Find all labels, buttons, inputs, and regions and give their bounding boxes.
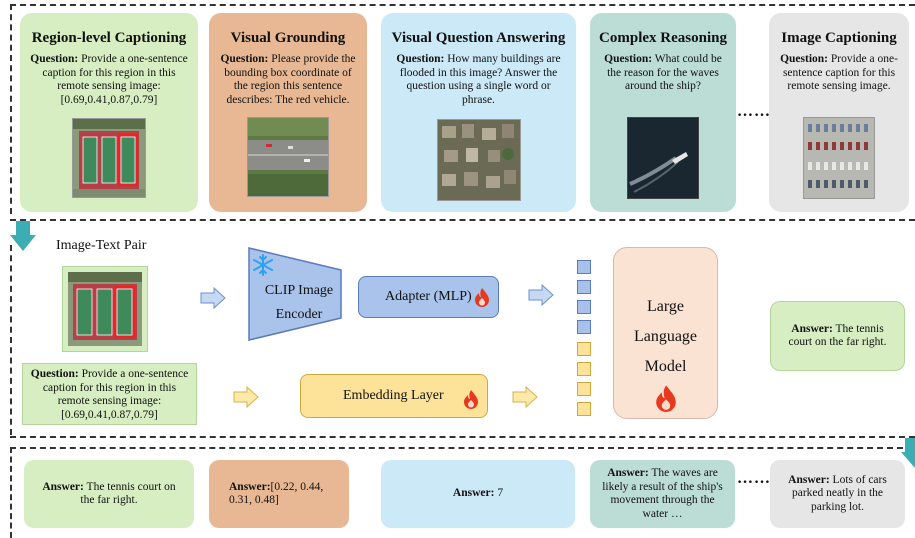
tennis-court-image — [72, 118, 146, 198]
right-arrow-icon — [233, 386, 259, 408]
parking-lot-image — [803, 117, 875, 199]
flame-icon — [475, 288, 489, 307]
task-title: Region-level Captioning — [31, 30, 187, 46]
llm-label: Large Language Model — [633, 298, 698, 375]
task-title: Visual Grounding — [230, 30, 346, 46]
text-token — [577, 362, 591, 376]
top-dashed-border — [10, 4, 915, 6]
task-card-image-captioning: Image Captioning Question: Provide a one… — [769, 13, 909, 212]
task-card-region-captioning: Region-level Captioning Question: Provid… — [20, 13, 198, 212]
snowflake-icon — [253, 254, 273, 276]
separator-dashed-line-1 — [10, 219, 915, 221]
task-question: Question: Provide a one-sentence caption… — [780, 53, 898, 92]
text-token — [577, 382, 591, 396]
down-arrow-icon — [901, 438, 915, 468]
right-arrow-icon — [528, 284, 554, 306]
ellipsis-bottom: …… — [737, 470, 771, 487]
separator-dashed-line-3 — [10, 447, 903, 449]
task-card-visual-grounding: Visual Grounding Question: Please provid… — [209, 13, 367, 212]
ship-image — [627, 117, 699, 199]
task-card-vqa: Visual Question Answering Question: How … — [381, 13, 576, 212]
separator-dashed-line-2 — [10, 436, 915, 438]
answer-card-visual-grounding: Answer:[0.22, 0.44, 0.31, 0.48] — [209, 460, 349, 528]
answer-text: The tennis court on the far right. — [788, 322, 887, 349]
visual-token — [577, 300, 591, 314]
visual-token — [577, 280, 591, 294]
answer-card-region-captioning: Answer: The tennis court on the far righ… — [24, 460, 194, 528]
answer-card-vqa: Answer: 7 — [381, 460, 575, 528]
highway-image — [247, 117, 329, 197]
text-token — [577, 342, 591, 356]
left-dashed-border-bottom — [10, 447, 12, 538]
embedding-layer-box: Embedding Layer — [300, 374, 488, 418]
flame-icon — [464, 390, 478, 409]
task-title: Complex Reasoning — [599, 30, 727, 46]
visual-token — [577, 320, 591, 334]
input-question-box: Question: Provide a one-sentence caption… — [22, 363, 197, 425]
question-text: Provide a one-sentence caption for this … — [42, 368, 189, 421]
llm-answer-box: Answer: The tennis court on the far righ… — [770, 301, 905, 371]
task-title: Visual Question Answering — [391, 30, 566, 46]
task-question: Question: Please provide the bounding bo… — [220, 53, 356, 106]
task-title: Image Captioning — [781, 30, 897, 46]
answer-card-complex-reasoning: Answer: The waves are likely a result of… — [590, 460, 735, 528]
image-text-pair-title: Image-Text Pair — [56, 238, 147, 253]
left-dashed-border-top — [10, 4, 12, 214]
right-arrow-icon — [512, 386, 538, 408]
visual-token — [577, 260, 591, 274]
down-arrow-icon — [10, 221, 36, 251]
text-token — [577, 402, 591, 416]
adapter-mlp-box: Adapter (MLP) — [358, 276, 499, 318]
input-image — [62, 266, 148, 352]
left-dashed-border-middle — [10, 245, 12, 435]
task-question: Question: What could be the reason for t… — [604, 53, 722, 92]
right-arrow-icon — [200, 287, 226, 309]
task-question: Question: How many buildings are flooded… — [396, 53, 561, 106]
embedding-label: Embedding Layer — [343, 388, 444, 403]
large-language-model-box: Large Language Model — [613, 247, 718, 419]
question-label: Question: — [30, 368, 79, 380]
flooded-buildings-image — [436, 119, 521, 201]
adapter-label: Adapter (MLP) — [385, 289, 472, 304]
answer-label: Answer: — [791, 322, 833, 335]
answer-card-image-captioning: Answer: Lots of cars parked neatly in th… — [770, 460, 905, 528]
task-question: Question: Provide a one-sentence caption… — [30, 53, 188, 106]
clip-label: CLIP Image Encoder — [264, 283, 334, 322]
ellipsis-top: …… — [737, 103, 771, 120]
flame-icon — [656, 385, 676, 412]
task-card-complex-reasoning: Complex Reasoning Question: What could b… — [590, 13, 736, 212]
